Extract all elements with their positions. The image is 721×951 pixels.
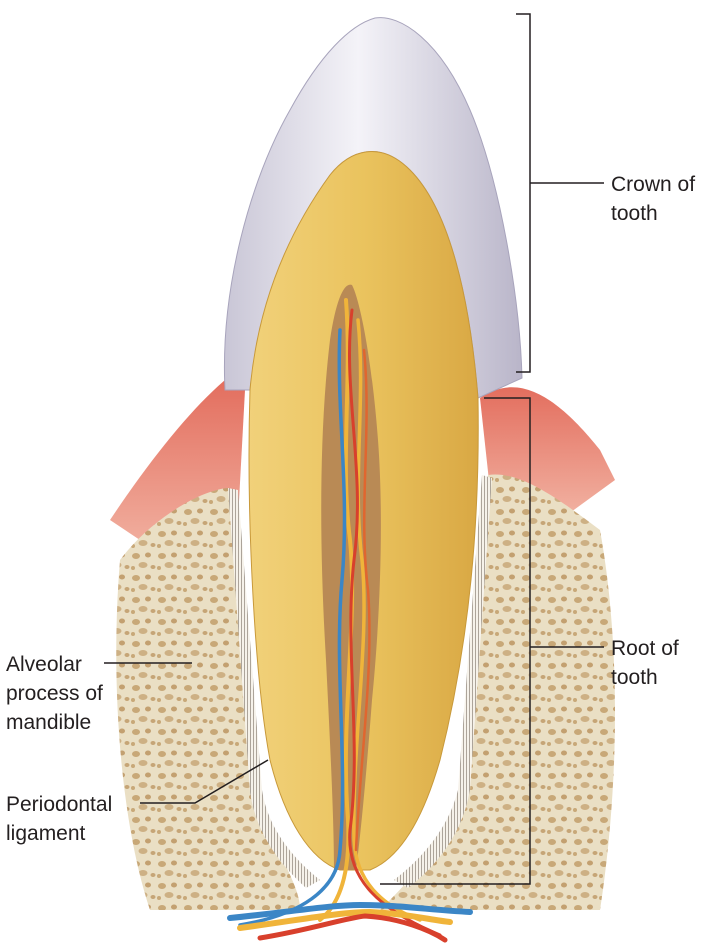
periodontal-ligament-label: Periodontal ligament [6, 793, 113, 845]
root-of-tooth-label: Root of tooth [611, 637, 679, 689]
alveolar-bone-right [380, 474, 615, 910]
periodontal-leader [140, 759, 269, 804]
pulp-vessels [238, 298, 442, 937]
periodontal-ligament-left [228, 488, 320, 888]
alveolar-process-label: Alveolar process of mandible [6, 653, 103, 734]
apical-vessels [227, 901, 473, 943]
crown-bracket [516, 13, 531, 373]
periodontal-ligament-right [394, 475, 492, 888]
crown-of-tooth-label: Crown of tooth [611, 173, 696, 225]
root-bracket [380, 397, 531, 885]
label-leader-lines [104, 13, 604, 885]
